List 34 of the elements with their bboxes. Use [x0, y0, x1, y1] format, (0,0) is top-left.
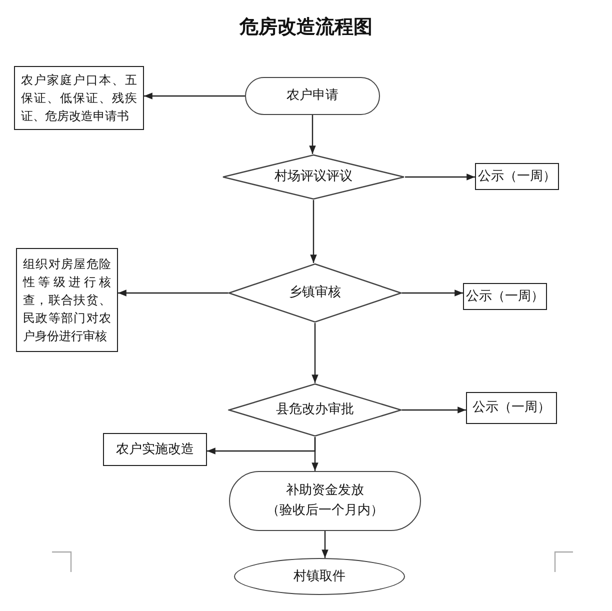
- process-box: [475, 163, 559, 190]
- arrow: [118, 290, 228, 296]
- node-text: 补助资金发放: [286, 482, 364, 500]
- node-text: 农户家庭户口本、五保证、低保证、残疾证、危房改造申请书: [21, 72, 137, 125]
- node-text: 农户申请: [286, 87, 338, 105]
- arrow: [402, 290, 463, 296]
- decision-diamond: [228, 383, 402, 437]
- decision-diamond: [228, 263, 402, 323]
- node-text: 公示（一周）: [478, 168, 556, 186]
- diagram-title: 危房改造流程图: [238, 15, 374, 40]
- arrow: [405, 174, 475, 180]
- terminal-box: [245, 77, 380, 115]
- node-text: 村场评议评议: [274, 168, 352, 186]
- arrow: [312, 437, 318, 471]
- arrow: [309, 115, 316, 154]
- arrow: [310, 200, 317, 263]
- node-text: 乡镇审核: [289, 284, 341, 302]
- node-text: 公示（一周）: [466, 288, 544, 306]
- process-box: [463, 283, 547, 310]
- decision-diamond: [222, 154, 405, 200]
- process-box: [466, 392, 557, 424]
- node-text: （验收后一个月内）: [266, 502, 384, 520]
- node-text: 村镇取件: [294, 568, 346, 586]
- node-text: 公示（一周）: [472, 399, 550, 417]
- node-text: 组织对房屋危险性等级进行核查，联合扶贫、民政等部门对农户身份进行审核: [23, 256, 111, 345]
- document-box: [14, 66, 144, 130]
- node-text: 农户实施改造: [116, 440, 194, 458]
- arrow: [312, 323, 318, 383]
- arrow: [322, 531, 328, 558]
- node-text: 县危改办审批: [276, 401, 354, 419]
- arrow: [402, 406, 466, 414]
- arrow: [144, 92, 245, 100]
- process-box: [16, 248, 118, 352]
- process-box: [103, 433, 207, 466]
